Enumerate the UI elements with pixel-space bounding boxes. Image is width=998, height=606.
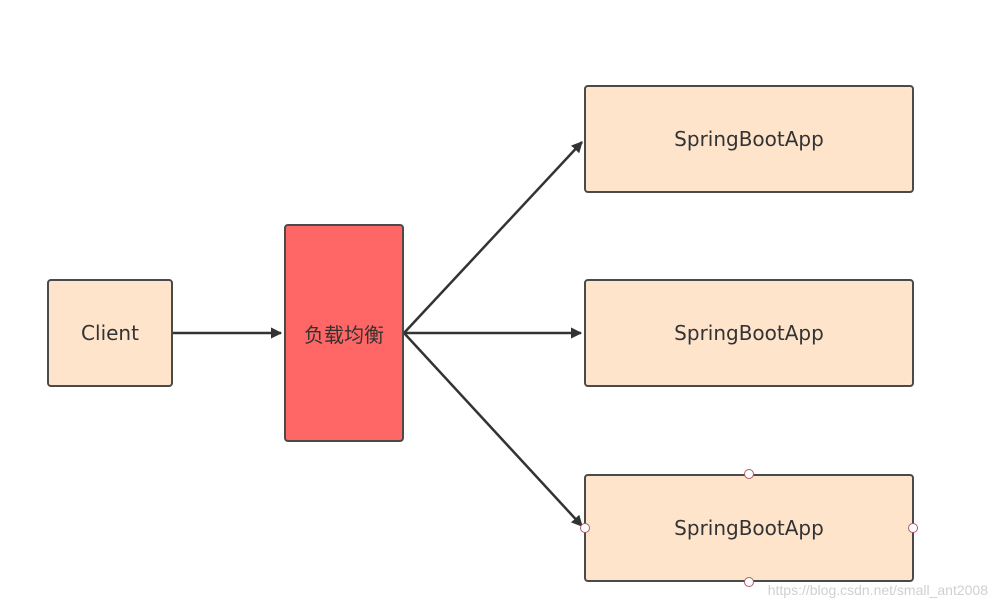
resize-handle-bottom[interactable] xyxy=(744,577,754,587)
load-balancer-node[interactable]: 负载均衡 xyxy=(284,224,404,442)
client-label: Client xyxy=(81,321,139,345)
arrow-lb-to-app-1 xyxy=(403,141,583,334)
arrow-lb-to-app-3 xyxy=(403,332,583,527)
client-node[interactable]: Client xyxy=(47,279,173,387)
springboot-app-node-3[interactable]: SpringBootApp xyxy=(584,474,914,582)
resize-handle-left[interactable] xyxy=(580,523,590,533)
springboot-app-label-2: SpringBootApp xyxy=(674,321,824,345)
resize-handle-top[interactable] xyxy=(744,469,754,479)
load-balancer-label: 负载均衡 xyxy=(304,322,384,347)
resize-handle-right[interactable] xyxy=(908,523,918,533)
watermark-text: https://blog.csdn.net/small_ant2008 xyxy=(767,582,988,598)
springboot-app-label-3: SpringBootApp xyxy=(674,516,824,540)
springboot-app-node-2[interactable]: SpringBootApp xyxy=(584,279,914,387)
springboot-app-label-1: SpringBootApp xyxy=(674,127,824,151)
springboot-app-node-1[interactable]: SpringBootApp xyxy=(584,85,914,193)
